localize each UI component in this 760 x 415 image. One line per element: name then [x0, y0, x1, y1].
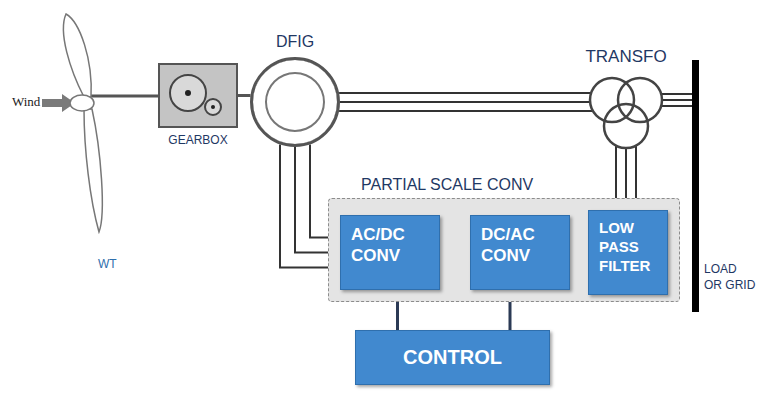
control-box: CONTROL	[355, 330, 550, 385]
converter-group: PARTIAL SCALE CONVAC/DC CONVDC/AC CONVLO…	[328, 198, 680, 302]
turbine-blade	[63, 14, 91, 97]
gear	[205, 99, 221, 115]
gear-icon	[160, 65, 236, 126]
part-label: GEARBOX	[168, 133, 227, 147]
turbine-label: WT	[98, 257, 117, 271]
part-label: DFIG	[276, 33, 314, 51]
wire	[340, 101, 590, 103]
winding-circle	[618, 78, 662, 122]
gear-axle	[185, 90, 191, 96]
transformer-windings	[588, 76, 664, 152]
gear	[170, 75, 206, 111]
winding-circle	[590, 78, 634, 122]
grid-wire	[662, 99, 693, 101]
filter-box: LOW PASS FILTER	[588, 210, 668, 295]
gearbox-box: GEARBOX	[158, 63, 238, 128]
box-label: DC/AC CONV	[481, 224, 559, 267]
turbine-hub	[70, 95, 94, 111]
transformer-symbol: TRANSFO	[588, 76, 664, 152]
box-label: CONTROL	[366, 339, 539, 376]
winding-circle	[604, 104, 648, 148]
turbine-shaft	[90, 95, 158, 98]
converter-box: AC/DC CONV	[340, 215, 440, 290]
wind-label: Wind	[12, 94, 40, 110]
grid-wire	[661, 105, 693, 107]
grid-wire	[661, 93, 693, 95]
grid-label: LOAD OR GRID	[704, 262, 756, 293]
part-label: TRANSFO	[585, 47, 666, 67]
generator-circle: DFIG	[250, 57, 340, 147]
box-label: LOW PASS FILTER	[599, 219, 657, 275]
wire	[238, 94, 251, 97]
grid-bus-bar	[692, 60, 699, 312]
turbine-blade	[84, 109, 102, 232]
box-label: AC/DC CONV	[351, 224, 429, 267]
wire	[339, 110, 593, 112]
connector	[339, 93, 593, 111]
wire	[339, 92, 591, 94]
connector	[238, 95, 251, 96]
part-label: PARTIAL SCALE CONV	[361, 176, 533, 194]
gear-axle	[211, 105, 215, 109]
converter-box: DC/AC CONV	[470, 215, 570, 290]
